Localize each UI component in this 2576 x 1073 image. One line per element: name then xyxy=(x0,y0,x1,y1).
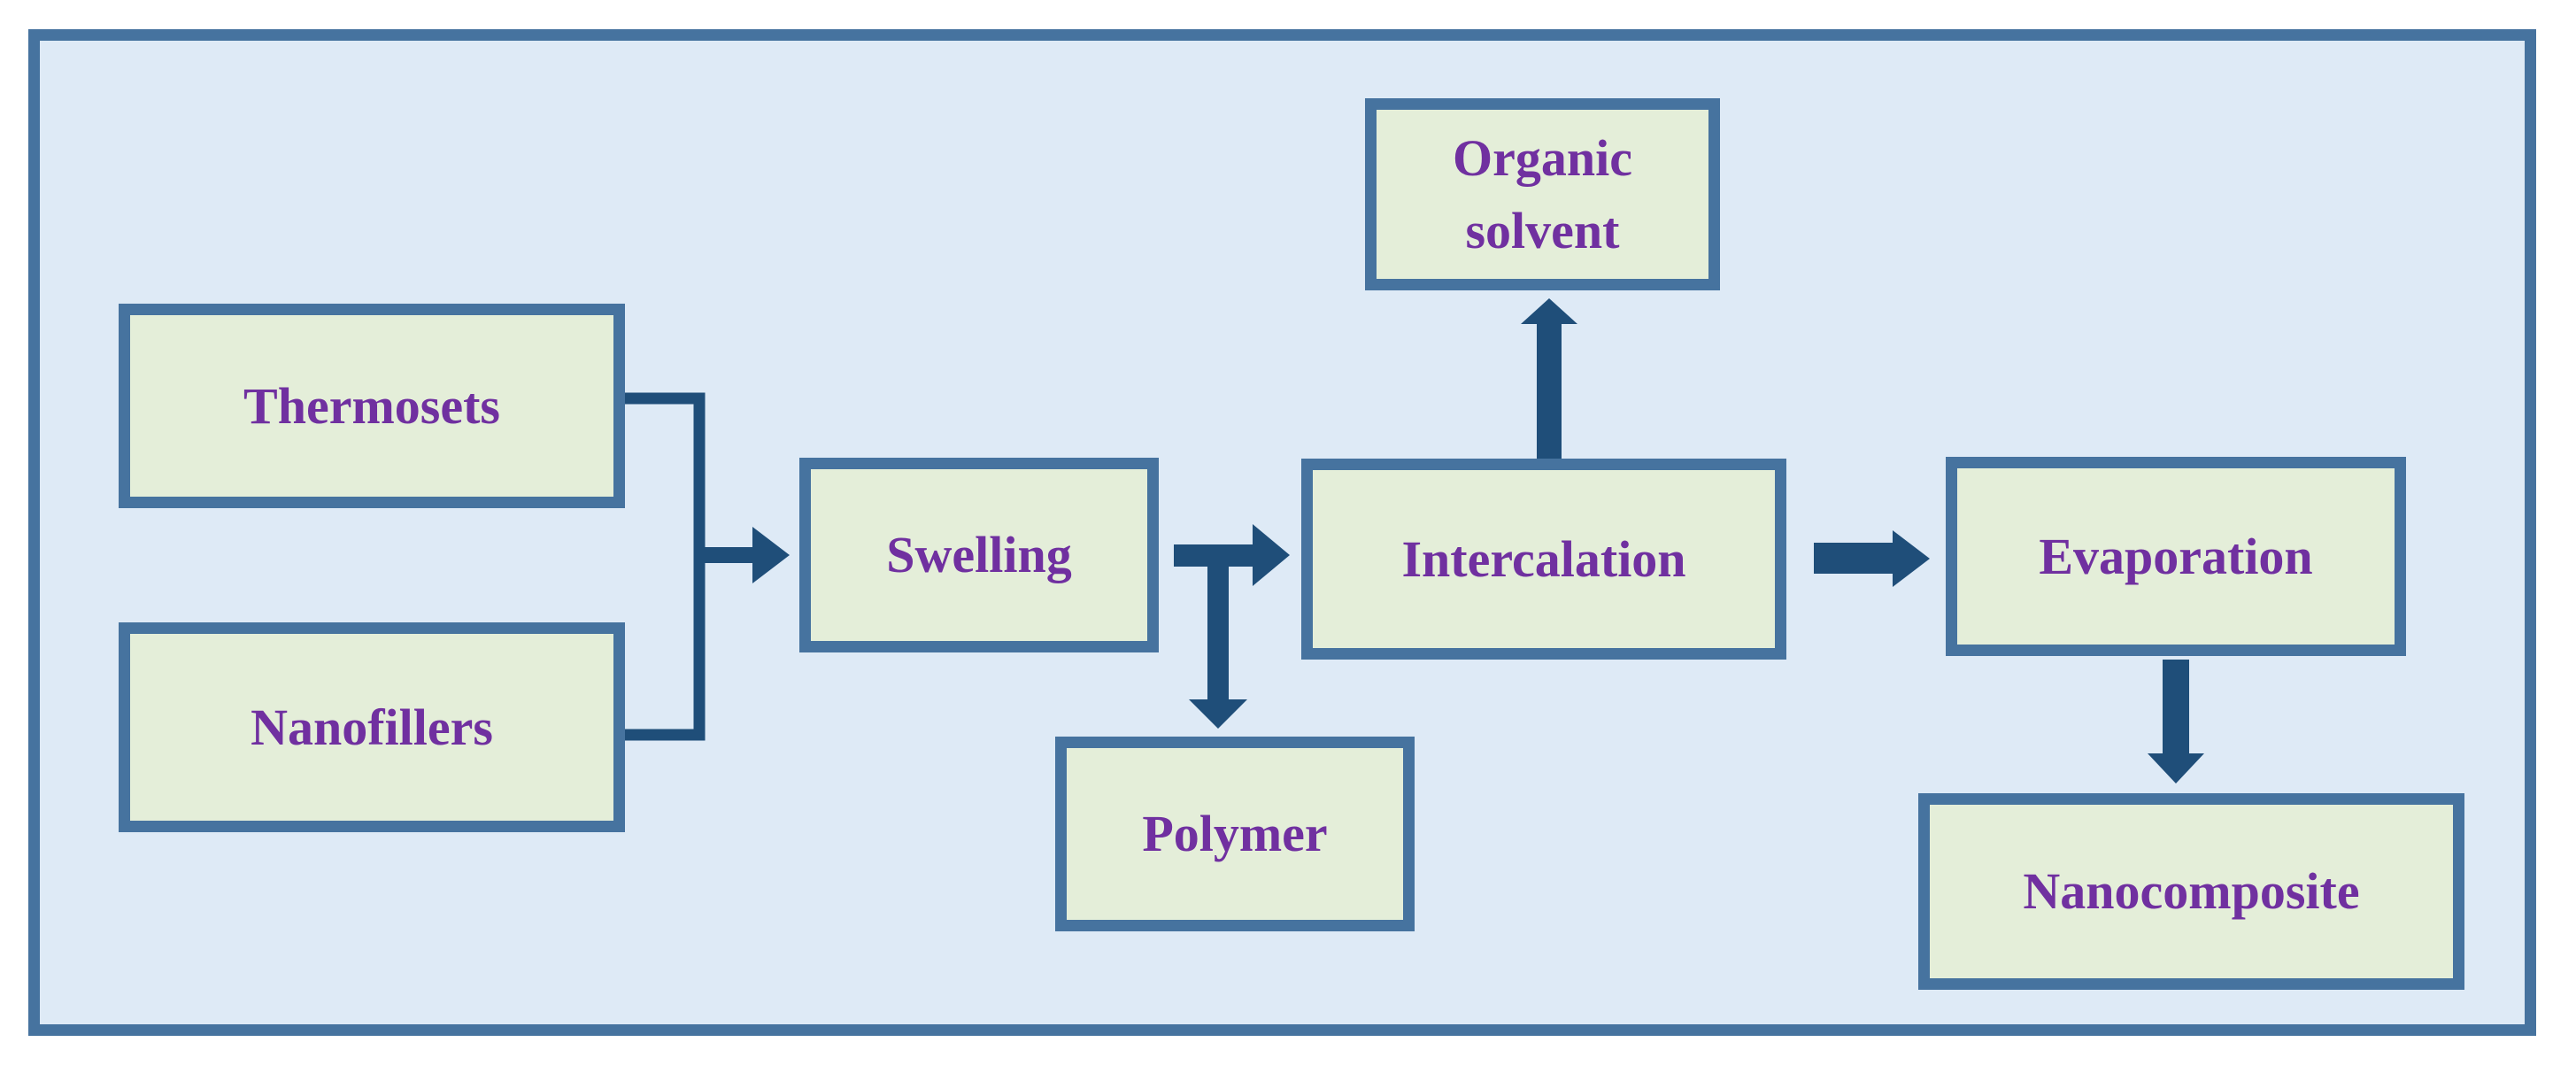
arrow-intercalation-to-evaporation xyxy=(1814,530,1930,587)
node-thermosets: Thermosets xyxy=(119,304,625,508)
node-swelling: Swelling xyxy=(799,458,1159,652)
arrow-swelling-to-polymer xyxy=(1189,567,1247,729)
node-evaporation: Evaporation xyxy=(1946,457,2406,656)
arrow-evaporation-to-nanocomposite xyxy=(2148,660,2204,784)
arrow-to-swelling xyxy=(699,527,790,583)
node-organic-solvent: Organic solvent xyxy=(1365,98,1720,290)
node-polymer: Polymer xyxy=(1055,737,1415,931)
node-nanofillers: Nanofillers xyxy=(119,622,625,832)
node-intercalation: Intercalation xyxy=(1301,459,1786,660)
merge-bracket xyxy=(621,392,706,741)
arrow-swelling-to-intercalation xyxy=(1174,524,1290,586)
node-nanocomposite: Nanocomposite xyxy=(1918,793,2464,990)
arrow-intercalation-to-organic-solvent xyxy=(1521,298,1577,459)
